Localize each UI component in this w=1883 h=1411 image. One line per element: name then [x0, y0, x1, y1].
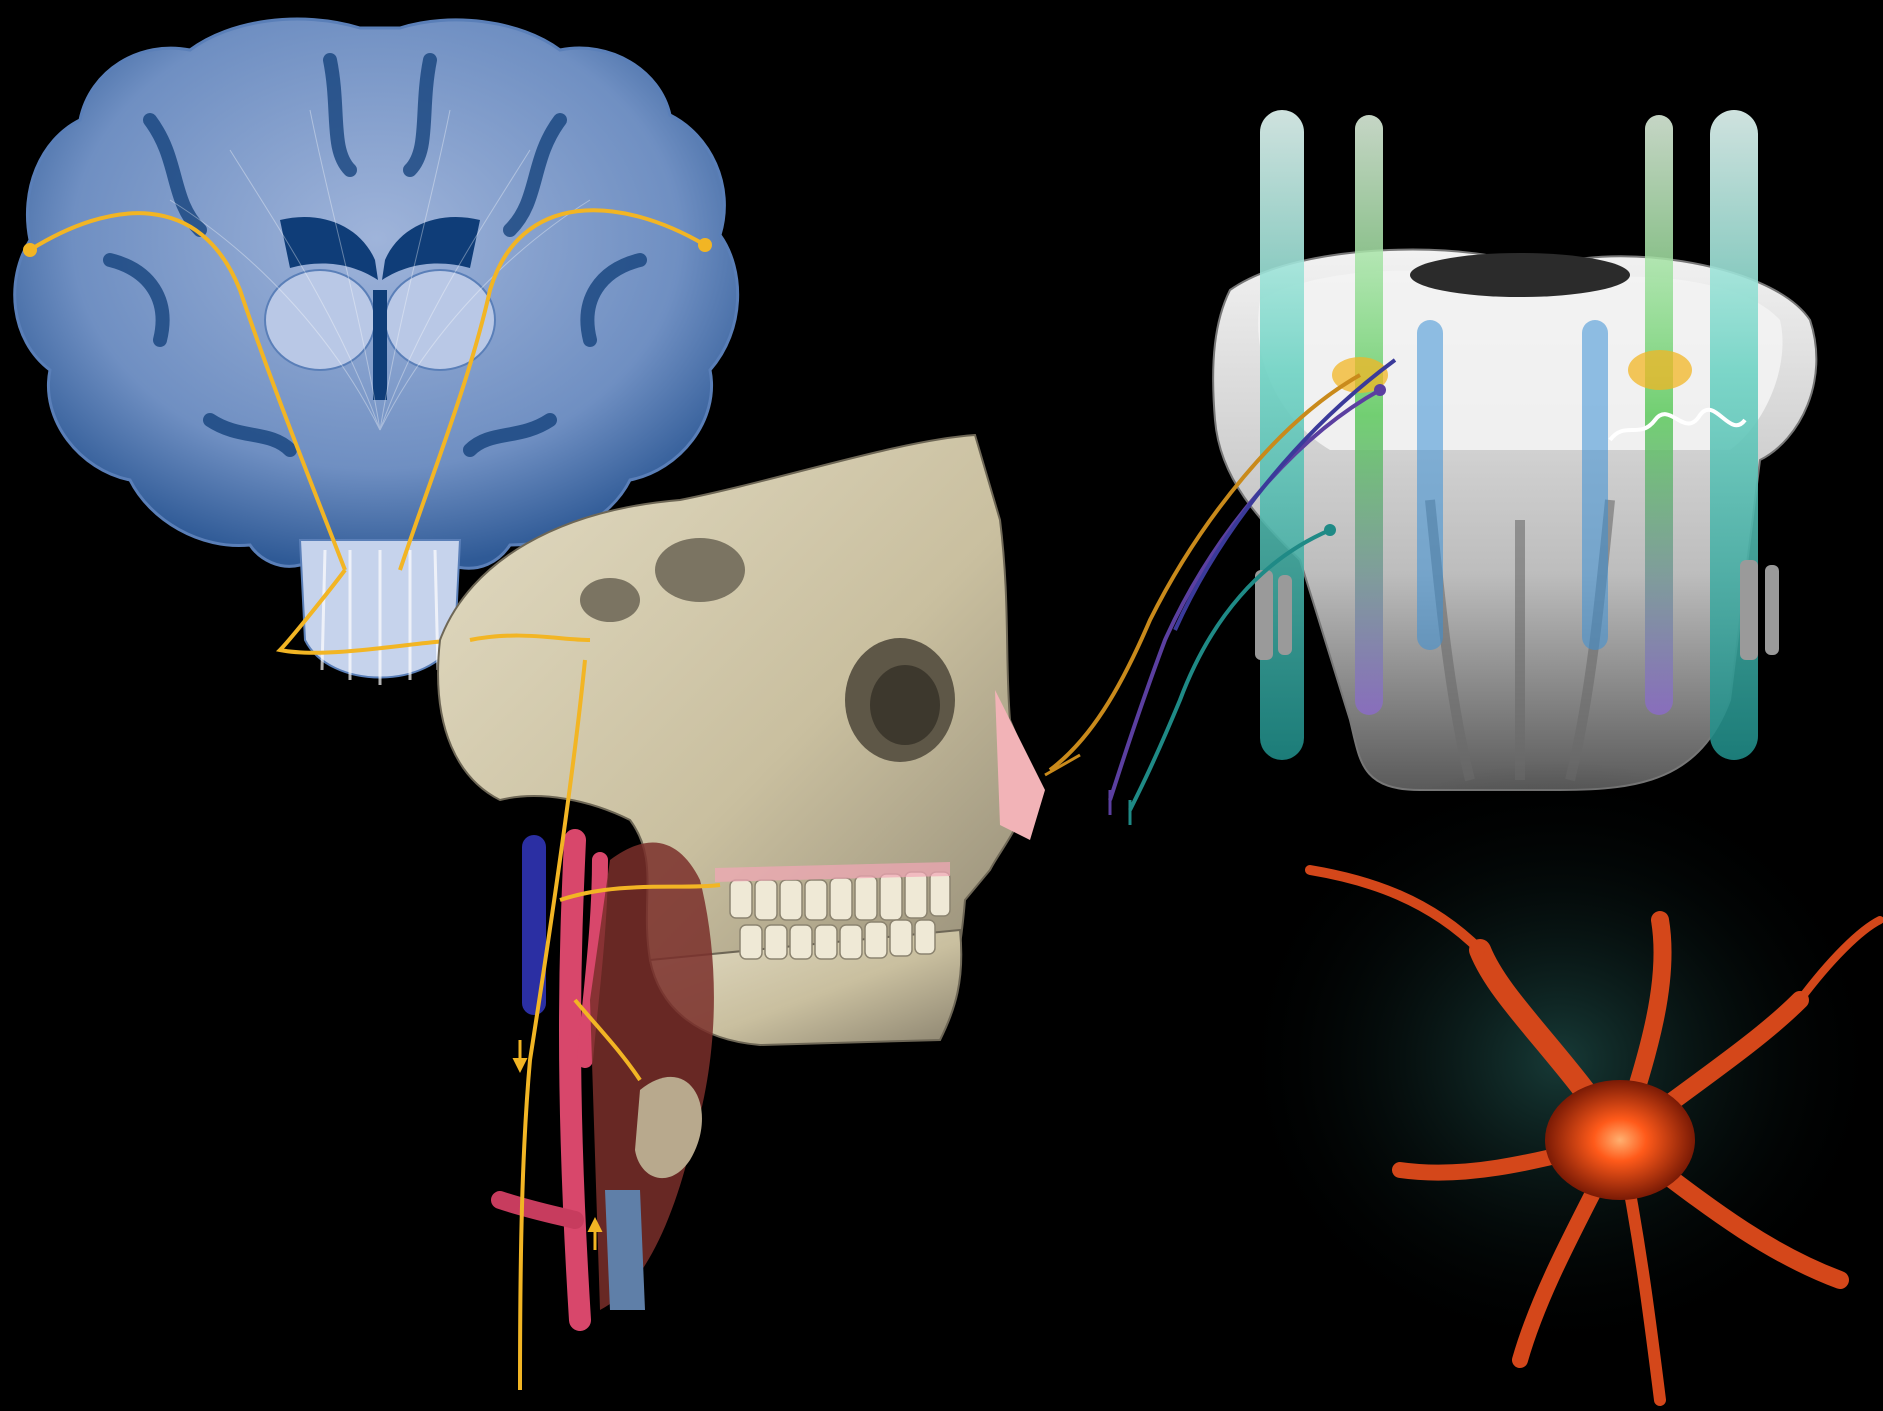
- neuron-cell: [1230, 760, 1883, 1400]
- spinal-cord-section: [1045, 110, 1816, 825]
- tract-teal-right: [1710, 110, 1758, 760]
- tract-blue-right: [1582, 320, 1608, 650]
- tract-blue-left: [1417, 320, 1443, 650]
- central-canal: [1410, 253, 1630, 297]
- nose-soft-tissue: [995, 690, 1045, 840]
- synapse-dot-icon: [698, 238, 712, 252]
- neuron-soma: [1545, 1080, 1695, 1200]
- sphenoid-sinus: [580, 578, 640, 622]
- cord-top-white: [1258, 271, 1782, 450]
- frontal-sinus: [655, 538, 745, 602]
- synapse-dot-icon: [23, 243, 37, 257]
- carotid-artery: [570, 840, 580, 1320]
- third-ventricle: [373, 290, 387, 400]
- larynx: [635, 1077, 702, 1178]
- synapse-dot-icon: [1374, 384, 1386, 396]
- nucleus-right: [1628, 350, 1692, 390]
- synapse-dot-icon: [1324, 524, 1336, 536]
- trachea: [605, 1190, 645, 1310]
- orbit-inner: [870, 665, 940, 745]
- tract-green-left: [1355, 115, 1383, 715]
- skull-lateral-view: [438, 435, 1045, 1390]
